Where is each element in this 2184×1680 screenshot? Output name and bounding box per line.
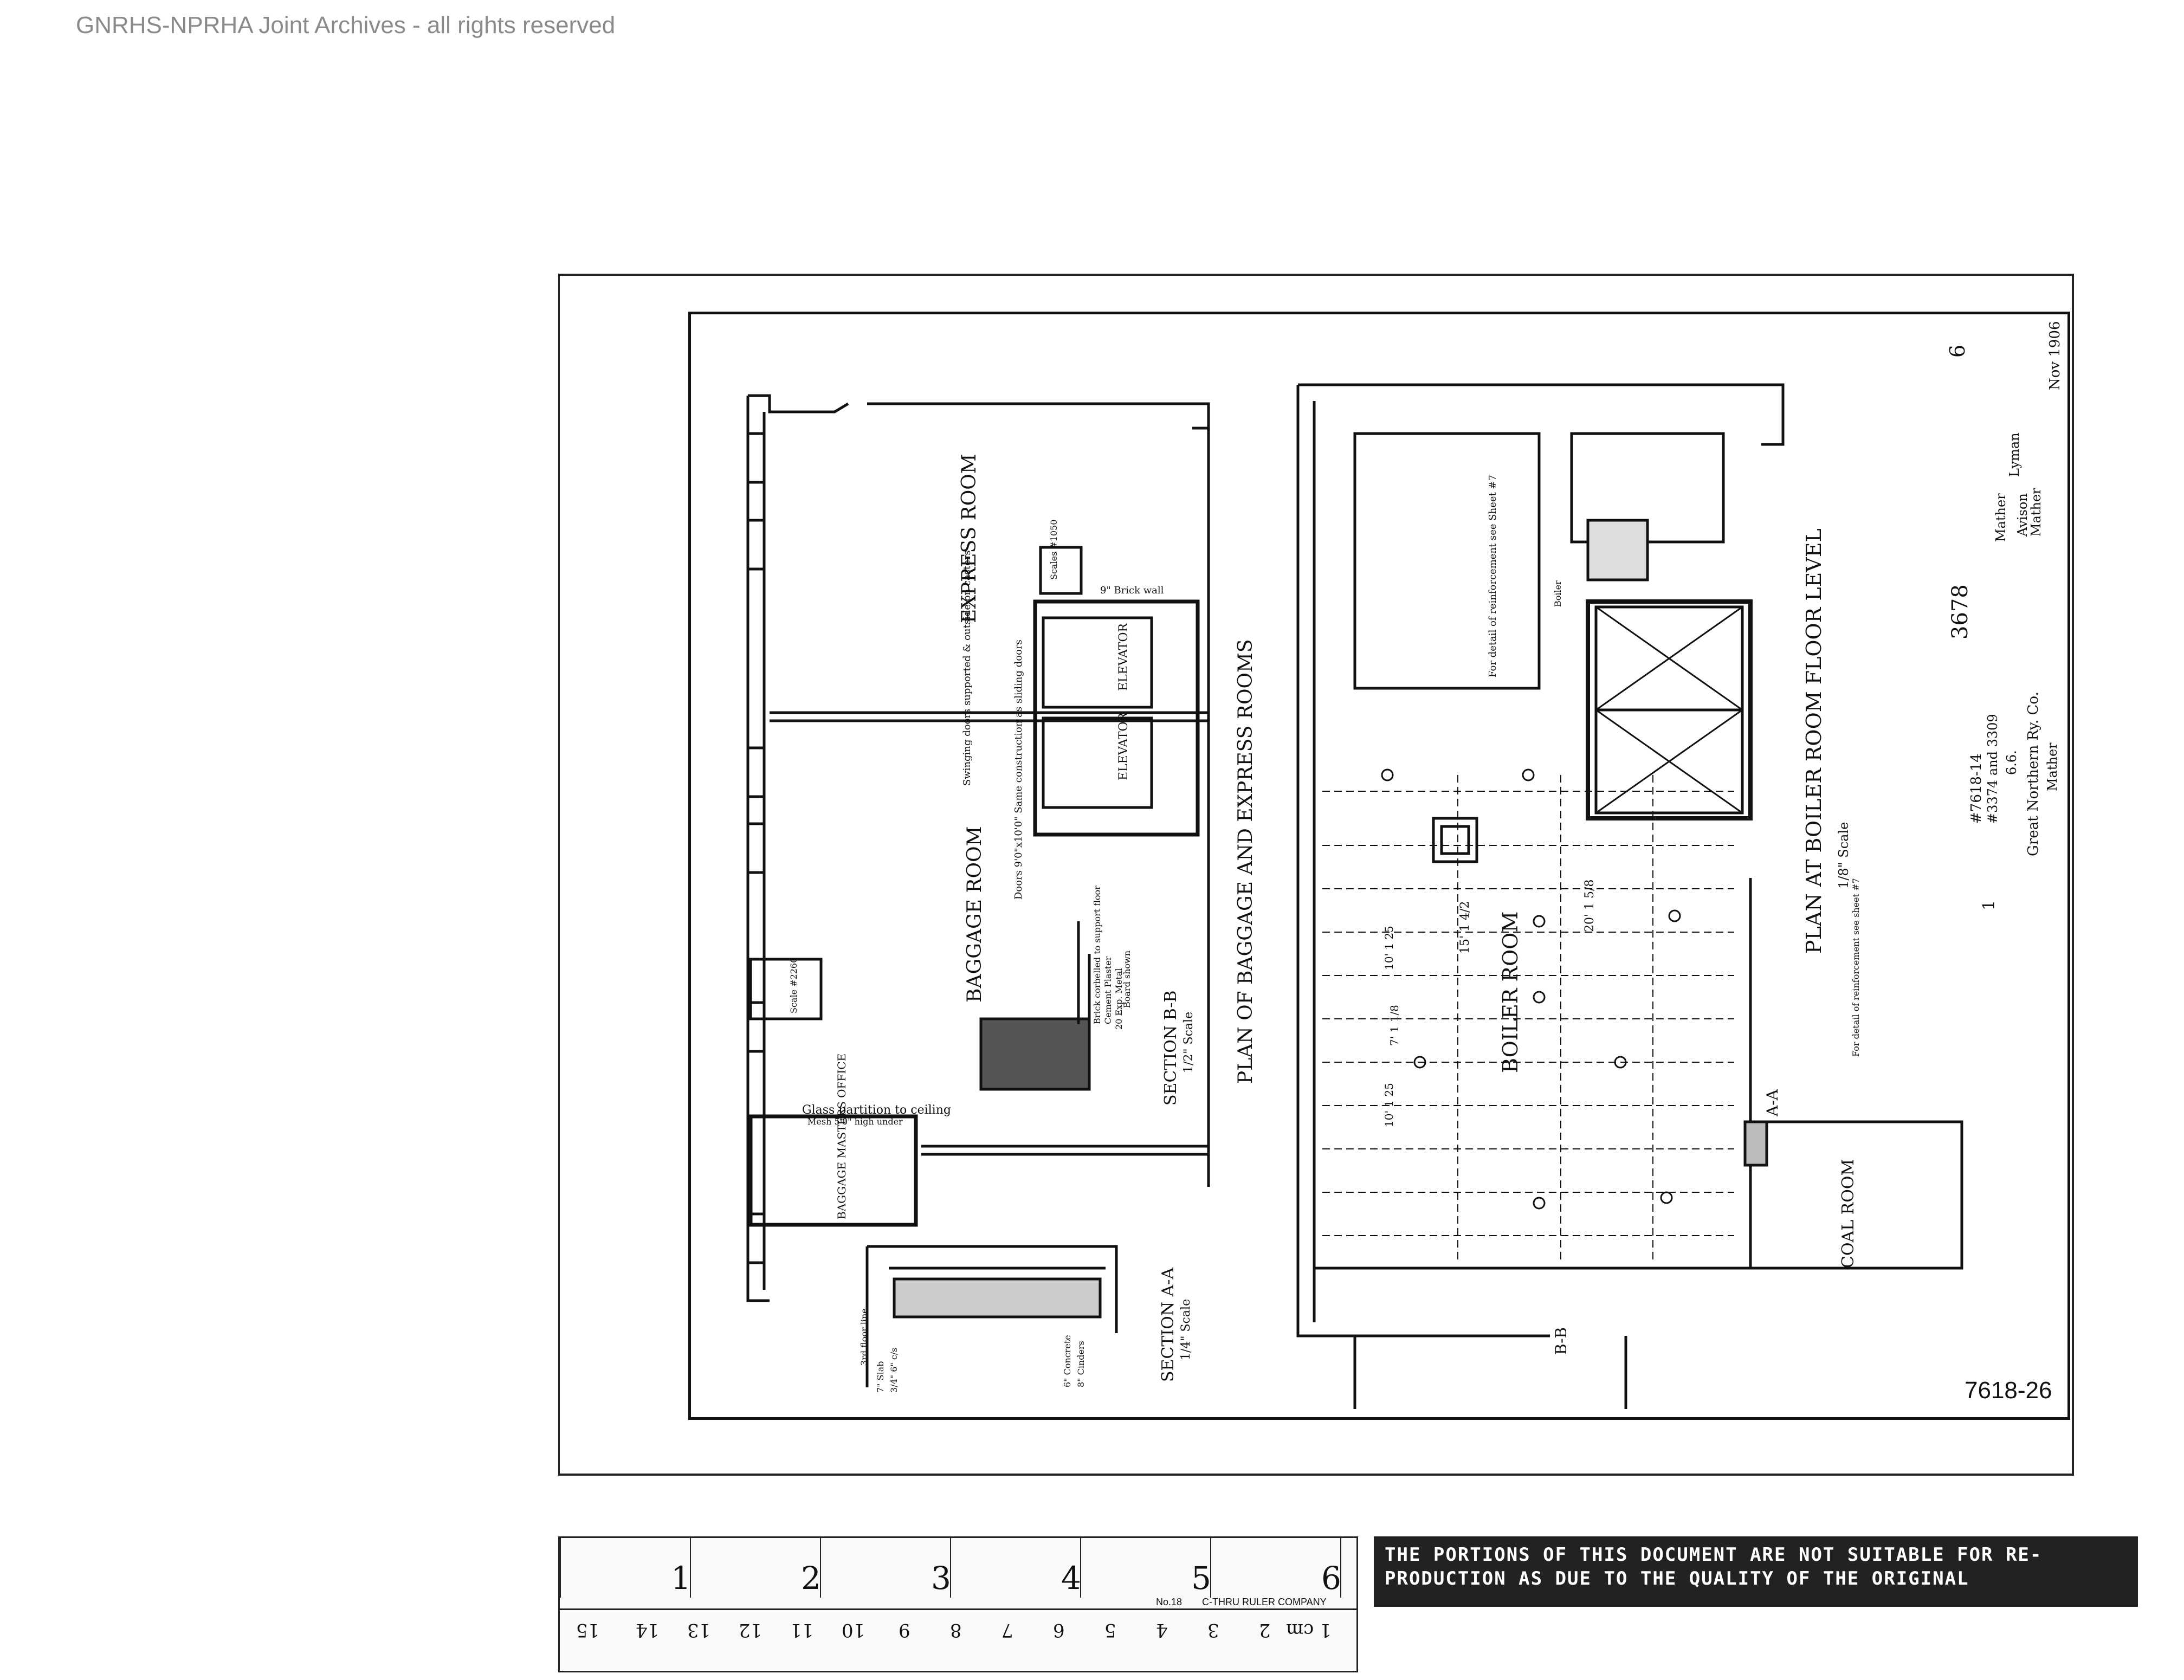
section-bb-scale: 1/2" Scale <box>1182 1012 1196 1073</box>
ref-line-2: #3374 and 3309 <box>1985 714 2000 824</box>
right-plan-title: PLAN AT BOILER ROOM FLOOR LEVEL <box>1802 528 1826 954</box>
boiler-room-label: BOILER ROOM <box>1498 912 1522 1073</box>
section-aa-note-1: 3rd floor line <box>859 1308 869 1366</box>
baggage-room-label: BAGGAGE ROOM <box>964 826 986 1003</box>
cm-label: 7 <box>1001 1619 1013 1641</box>
inch-label-2: 2 <box>801 1560 821 1597</box>
elevator-label-1: ELEVATOR <box>1117 622 1130 691</box>
right-plan-columns <box>1381 768 1681 1210</box>
drawing-date: Nov 1906 <box>2047 321 2063 390</box>
dim-label-3: 10' 1 25 <box>1382 926 1395 970</box>
drawing-border <box>688 312 2070 1420</box>
cm-label: 1 cm <box>1286 1619 1332 1641</box>
cm-label: 6 <box>1053 1619 1065 1641</box>
glass-partition-mesh-note: Mesh 5'0" high under <box>807 1116 903 1127</box>
inch-label-6: 6 <box>1321 1560 1341 1597</box>
left-plan-walls <box>746 394 1210 1387</box>
cm-label: 12 <box>739 1619 763 1641</box>
section-bb-title: SECTION B-B <box>1161 991 1180 1106</box>
swinging-doors-note: Swinging doors supported & outside on ca… <box>961 550 973 786</box>
section-aa-note-2: 7" Slab <box>875 1361 886 1393</box>
cm-label: 11 <box>790 1619 814 1641</box>
section-bb-note-1: Brick corbelled to support floor <box>1092 886 1102 1024</box>
express-room-label: EXPRESS ROOM <box>958 454 980 623</box>
cm-label: 8 <box>950 1619 962 1641</box>
file-number: 3678 <box>1948 584 1973 639</box>
ref-line-3: 6.6. <box>2004 750 2019 775</box>
section-aa-note-3: 3/4" 6" c/s <box>889 1348 899 1393</box>
reinforcement-note: For detail of reinforcement see Sheet #7 <box>1487 475 1498 677</box>
ruler-tick <box>950 1538 951 1598</box>
dim-label-5: 10' 1 25 <box>1382 1083 1395 1127</box>
glass-partition-note: Glass partition to ceiling <box>802 1103 951 1117</box>
section-bb-note-4: 20 Exp. Metal <box>1114 968 1124 1030</box>
sheet-number-top: 6 <box>1946 345 1969 358</box>
section-aa-note-5: 8" Cinders <box>1076 1341 1086 1387</box>
section-marker-aa: A-A <box>1763 1089 1781 1117</box>
archive-watermark: GNRHS-NPRHA Joint Archives - all rights … <box>76 12 616 38</box>
elevator-label-2: ELEVATOR <box>1117 712 1130 780</box>
name-block-3: Avison <box>2015 493 2030 537</box>
mark-one: 1 <box>1980 900 1999 910</box>
ruler-tick <box>1340 1538 1341 1598</box>
measuring-ruler: 1 2 3 4 5 6 No.18 C-THRU RULER COMPANY 1… <box>558 1536 1358 1672</box>
ref-line-1: #7618-14 <box>1968 753 1985 824</box>
section-marker-bb: B-B <box>1552 1327 1570 1355</box>
section-aa-scale: 1/4" Scale <box>1179 1299 1193 1360</box>
section-aa-note-4: 6" Concrete <box>1062 1335 1072 1387</box>
coal-room-label: COAL ROOM <box>1839 1159 1858 1268</box>
name-block-2: Lyman <box>2007 432 2022 477</box>
reproduction-notice: THE PORTIONS OF THIS DOCUMENT ARE NOT SU… <box>1374 1536 2138 1607</box>
name-block-4: Mather <box>2028 488 2044 537</box>
sheet-outer-border <box>558 274 2074 1476</box>
right-plan-scale: 1/8" Scale <box>1836 822 1851 889</box>
cm-label: 14 <box>636 1619 660 1641</box>
scale-2-label: Scale #2260 <box>789 958 799 1013</box>
right-plan-walls <box>1296 383 1963 1409</box>
section-bb-note-2: Cement Plaster <box>1103 956 1113 1024</box>
inch-label-3: 3 <box>931 1560 951 1597</box>
ruler-maker: C-THRU RULER COMPANY <box>1202 1597 1327 1607</box>
ruler-tick <box>1210 1538 1211 1598</box>
doors-note: Doors 9'0"x10'0" Same construction as sl… <box>1013 639 1024 900</box>
ruler-brand: No.18 <box>1156 1597 1183 1607</box>
dim-label-2: 20' 1 5/8 <box>1583 880 1597 932</box>
reinforcement-note-2: For detail of reinforcement see sheet #7 <box>1851 878 1861 1057</box>
cm-label: 10 <box>842 1619 865 1641</box>
section-bb-note-3: Board shown <box>1122 951 1132 1008</box>
ref-line-4: Great Northern Ry. Co. <box>2025 692 2041 856</box>
name-block-1: Mather <box>1993 493 2008 542</box>
cm-label: 2 <box>1259 1619 1271 1641</box>
baggage-office-label: BAGGAGE MASTERS OFFICE <box>835 1054 848 1219</box>
left-plan-title: PLAN OF BAGGAGE AND EXPRESS ROOMS <box>1235 639 1257 1084</box>
dim-label-4: 7' 1 1/8 <box>1388 1005 1401 1046</box>
cm-label: 15 <box>576 1619 600 1641</box>
ref-line-5: Mather <box>2045 742 2060 791</box>
sheet-number: 7618-26 <box>1965 1377 2052 1404</box>
section-aa-title: SECTION A-A <box>1159 1268 1178 1382</box>
dim-label-1: 15' 1 4/2 <box>1458 901 1472 954</box>
cm-label: 5 <box>1104 1619 1116 1641</box>
brick-wall-label: 9" Brick wall <box>1100 585 1164 596</box>
ruler-tick <box>560 1538 561 1598</box>
cm-label: 9 <box>899 1619 910 1641</box>
boiler-label: Boiler <box>1553 580 1563 607</box>
cm-label: 13 <box>687 1619 711 1641</box>
ruler-tick <box>1080 1538 1081 1598</box>
inch-label-4: 4 <box>1061 1560 1081 1597</box>
inch-label-5: 5 <box>1191 1560 1211 1597</box>
cm-label: 3 <box>1207 1619 1219 1641</box>
inch-label-1: 1 <box>671 1560 691 1597</box>
ruler-tick <box>820 1538 821 1598</box>
ruler-tick <box>690 1538 691 1598</box>
scales-label: Scales #1050 <box>1049 520 1059 580</box>
ruler-divider <box>560 1608 1356 1610</box>
cm-label: 4 <box>1156 1619 1168 1641</box>
